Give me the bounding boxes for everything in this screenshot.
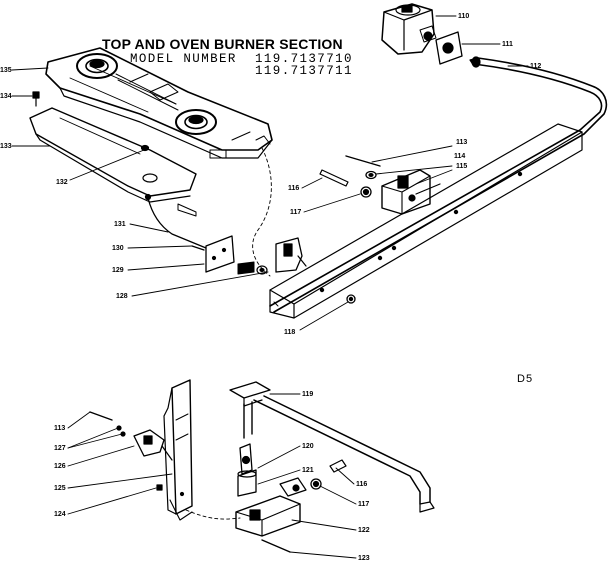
label-115: 115	[456, 163, 467, 170]
rod-113-lower	[90, 412, 112, 420]
part-number-labels: 110 111 112 113 115 114 116 117 118 128 …	[0, 13, 541, 562]
label-132: 132	[56, 179, 68, 186]
label-116-bottom: 116	[356, 481, 367, 488]
label-135: 135	[0, 67, 12, 74]
dashed-gas-path	[253, 148, 272, 276]
label-126: 126	[54, 463, 66, 470]
clip-132	[142, 146, 149, 151]
safety-valve	[236, 478, 306, 536]
oven-burner-tube	[230, 382, 434, 512]
burner-valve	[276, 238, 306, 272]
oven-channel-bracket	[164, 380, 192, 520]
orifice-128	[238, 262, 267, 274]
tube-116-lower	[330, 460, 346, 472]
label-123: 123	[358, 555, 370, 562]
model-number-2: 119.7137711	[255, 64, 353, 78]
leader-lines	[12, 16, 528, 558]
label-113-top: 113	[456, 139, 467, 146]
label-130: 130	[112, 245, 124, 252]
manifold-bar	[270, 124, 582, 318]
model-number-1: 119.7137710	[255, 52, 353, 66]
rod-113	[346, 156, 380, 166]
label-110: 110	[458, 13, 469, 20]
label-128: 128	[116, 293, 128, 300]
label-121: 121	[302, 467, 314, 474]
igniter-120	[240, 444, 252, 474]
label-118: 118	[284, 329, 295, 336]
fitting-121	[238, 470, 256, 496]
burner-tray	[30, 108, 196, 216]
tube-116	[320, 170, 348, 186]
label-120: 120	[302, 443, 314, 450]
fitting-117	[361, 187, 371, 197]
rod-123	[262, 540, 290, 552]
pressure-regulator	[382, 4, 436, 54]
bracket-126	[134, 430, 172, 460]
label-114: 114	[454, 153, 465, 160]
model-number-label: MODEL NUMBER	[130, 52, 237, 66]
nut-114	[366, 172, 376, 179]
thermocouple-131	[146, 195, 207, 249]
label-112: 112	[530, 63, 541, 70]
dashed-path-lower	[186, 510, 240, 519]
label-129: 129	[112, 267, 124, 274]
label-113-bottom: 113	[54, 425, 65, 432]
label-119: 119	[302, 391, 313, 398]
diagram-code: D5	[517, 373, 534, 385]
label-131: 131	[114, 221, 126, 228]
oven-thermostat	[382, 170, 440, 214]
gasket-plate	[436, 32, 462, 64]
fitting-117-lower	[311, 479, 321, 489]
orifice-118	[347, 295, 355, 303]
label-133: 133	[0, 143, 12, 150]
label-117-top: 117	[290, 209, 301, 216]
label-134: 134	[0, 93, 12, 100]
diagram-title: TOP AND OVEN BURNER SECTION	[102, 36, 343, 52]
top-burner-assembly	[46, 48, 272, 158]
label-122: 122	[358, 527, 370, 534]
label-125: 125	[54, 485, 66, 492]
screw-134	[33, 92, 39, 106]
manifold-pipe	[270, 57, 606, 312]
label-111: 111	[502, 41, 513, 48]
label-124: 124	[54, 511, 66, 518]
label-117-bottom: 117	[358, 501, 369, 508]
label-127: 127	[54, 445, 66, 452]
igniter-bracket	[192, 236, 234, 272]
screw-124	[157, 485, 162, 490]
label-116-top: 116	[288, 185, 299, 192]
